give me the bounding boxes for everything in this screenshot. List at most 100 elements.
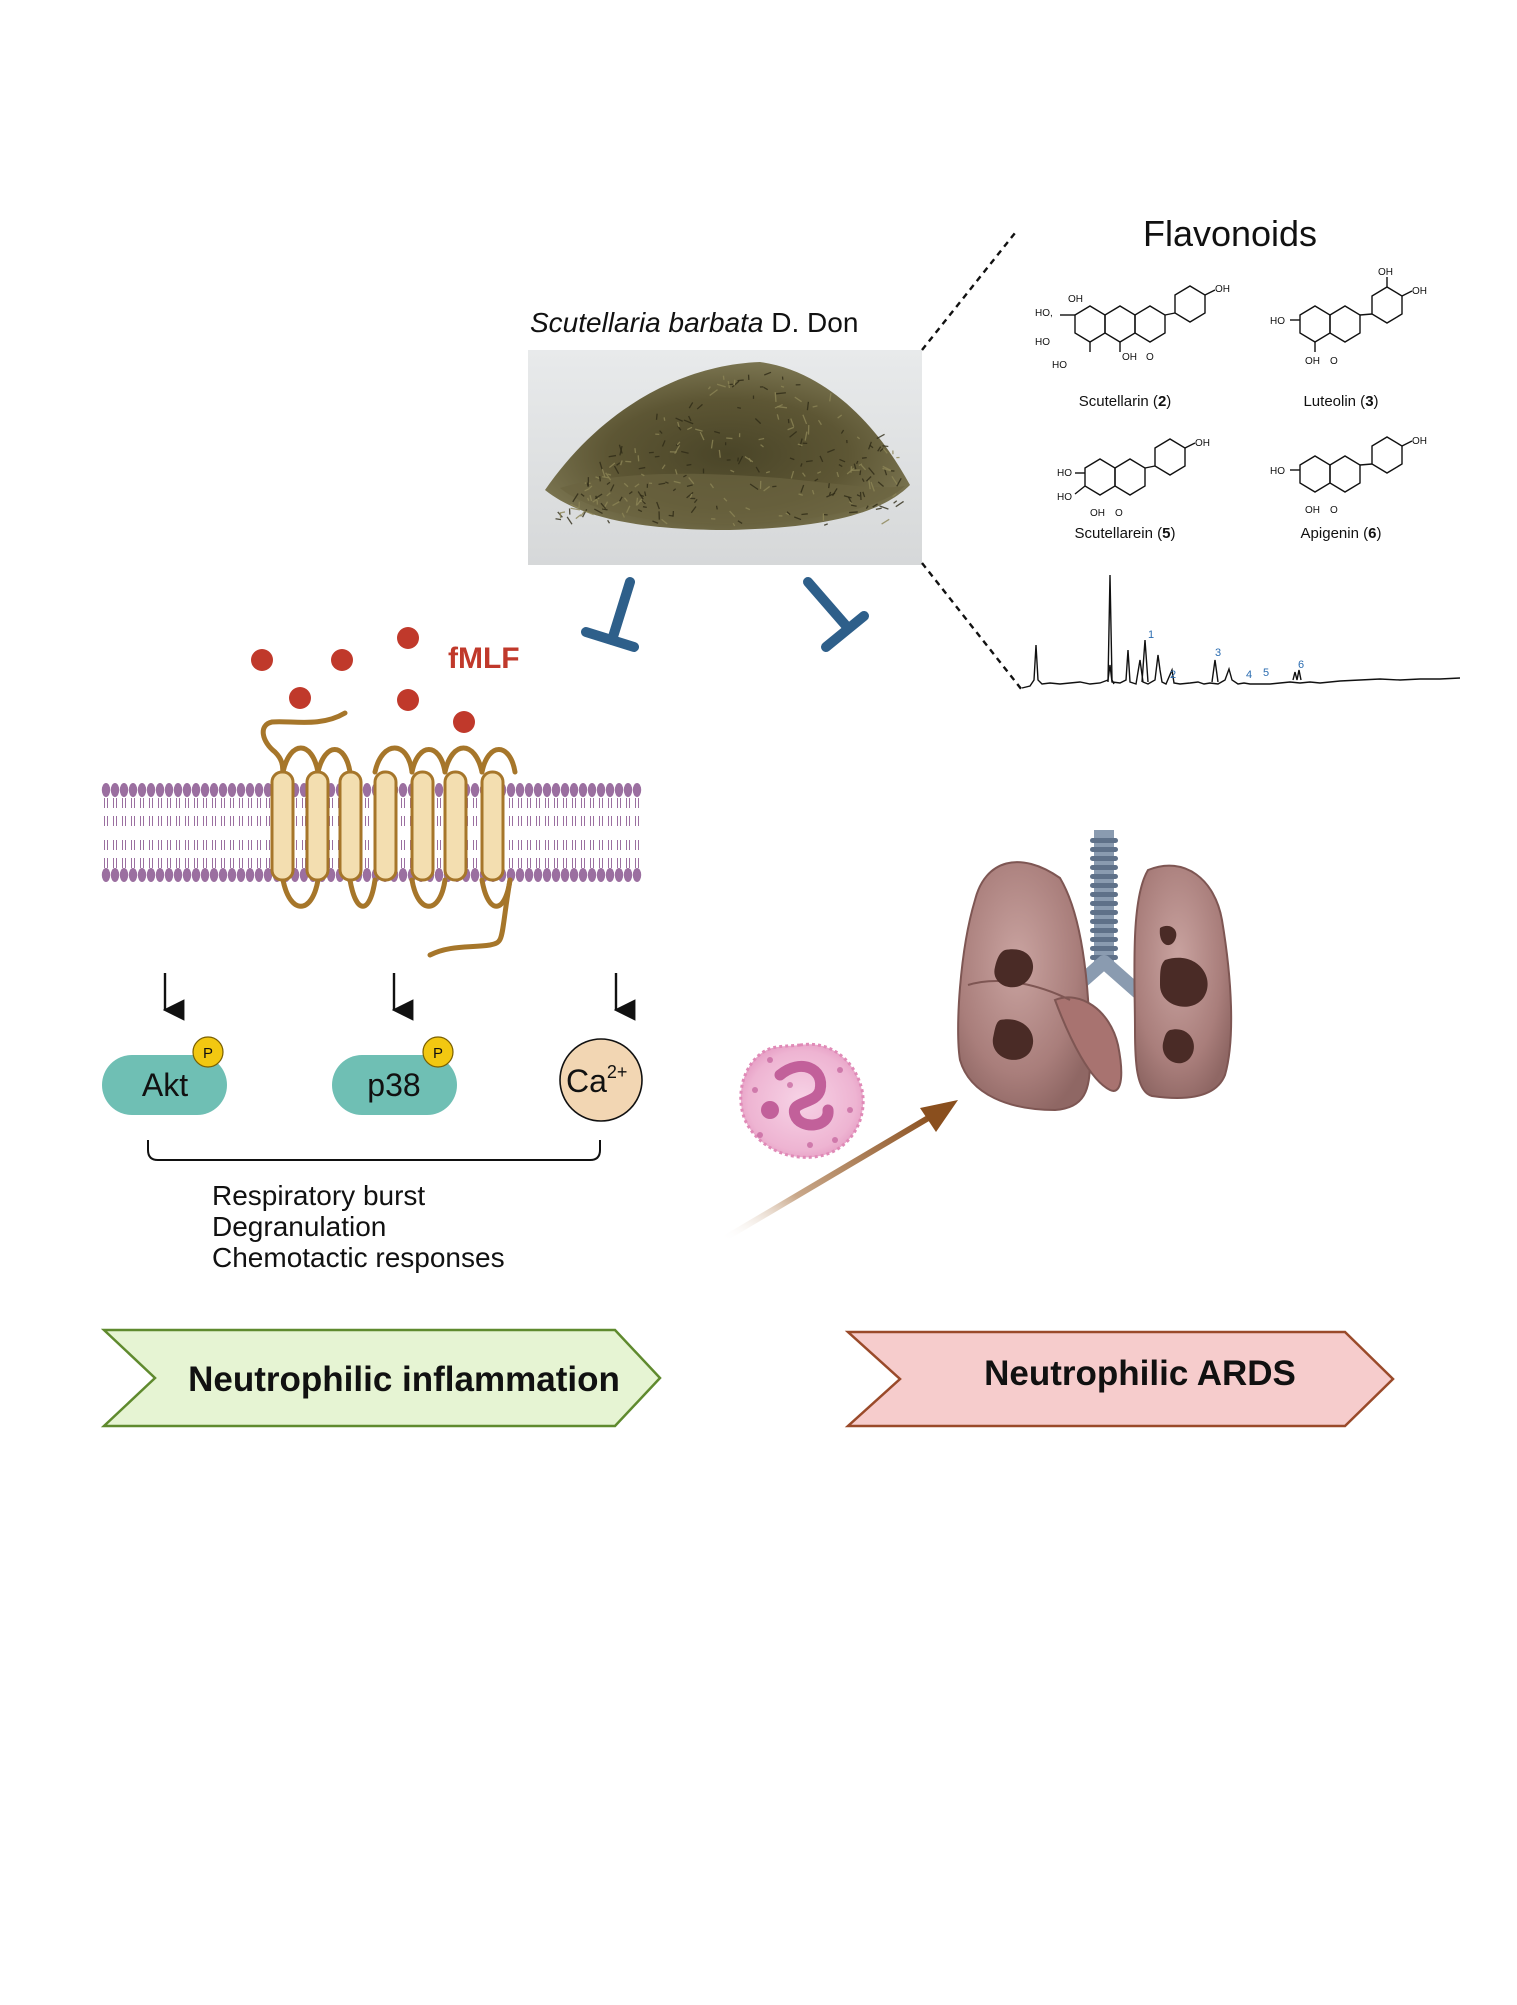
lipid-head bbox=[399, 783, 407, 797]
lipid-head bbox=[210, 868, 218, 882]
granule bbox=[767, 1057, 773, 1063]
lipid-head bbox=[615, 868, 623, 882]
lipid-head bbox=[129, 783, 137, 797]
receptor-helix bbox=[412, 772, 433, 880]
lipid-head bbox=[174, 868, 182, 882]
scutellarin-oh-bottom: OH bbox=[1122, 352, 1137, 363]
lipid-head bbox=[363, 868, 371, 882]
herb-fiber bbox=[655, 456, 660, 457]
lipid-head bbox=[219, 868, 227, 882]
receptor-helix bbox=[482, 772, 503, 880]
receptor-helix bbox=[307, 772, 328, 880]
inhibit-symbol-left bbox=[586, 582, 634, 647]
fmlf-label: fMLF bbox=[448, 642, 520, 675]
lipid-head bbox=[201, 868, 209, 882]
peak-label: 5 bbox=[1263, 667, 1269, 679]
apigenin-label: Apigenin (6) bbox=[1301, 525, 1382, 542]
neutrophil-cell-icon bbox=[741, 1044, 863, 1157]
apigenin-oh-top: OH bbox=[1412, 436, 1427, 447]
lipid-head bbox=[570, 783, 578, 797]
lipid-head bbox=[156, 868, 164, 882]
zoom-line-top bbox=[922, 233, 1015, 350]
fmlf-molecule bbox=[331, 649, 353, 671]
lipid-head bbox=[120, 783, 128, 797]
p38-node: p38 P bbox=[332, 1037, 457, 1115]
lipid-head bbox=[102, 783, 110, 797]
trachea-ring bbox=[1090, 883, 1118, 888]
lipid-head bbox=[201, 783, 209, 797]
lipid-head bbox=[183, 783, 191, 797]
receptor-helix bbox=[375, 772, 396, 880]
lipid-head bbox=[165, 868, 173, 882]
herb-fiber bbox=[723, 376, 724, 380]
trachea-ring bbox=[1090, 919, 1118, 924]
scutellarin-oh-sugar: OH bbox=[1068, 294, 1083, 305]
lipid-head bbox=[435, 783, 443, 797]
scutellarin-label: Scutellarin (2) bbox=[1079, 393, 1172, 410]
lipid-head bbox=[606, 783, 614, 797]
fmlf-molecule bbox=[397, 689, 419, 711]
herb-fiber bbox=[738, 380, 744, 381]
herb-fiber bbox=[556, 519, 562, 520]
trachea-ring bbox=[1090, 946, 1118, 951]
scutellarein-label: Scutellarein (5) bbox=[1075, 525, 1176, 542]
lipid-head bbox=[102, 868, 110, 882]
peak-label: 1 bbox=[1148, 629, 1154, 641]
banner-neutrophilic-ards: Neutrophilic ARDS bbox=[848, 1332, 1393, 1426]
inhibit-symbol-right bbox=[808, 582, 864, 647]
lipid-head bbox=[525, 783, 533, 797]
lipid-head bbox=[633, 868, 641, 882]
trachea-ring bbox=[1090, 856, 1118, 861]
lipid-head bbox=[156, 783, 164, 797]
scutellarein-structure: OH HO HO OH O Scutellarein (5) bbox=[1057, 438, 1210, 542]
peak-label: 2 bbox=[1170, 669, 1176, 681]
lipid-head bbox=[543, 783, 551, 797]
herb-fiber bbox=[687, 464, 692, 465]
cell-membrane bbox=[102, 783, 641, 882]
luteolin-oh-top: OH bbox=[1378, 267, 1393, 278]
lipid-head bbox=[138, 783, 146, 797]
apigenin-o-keto: O bbox=[1330, 505, 1338, 516]
herb-fiber bbox=[643, 507, 647, 508]
scutellarin-ho-acid: HO bbox=[1052, 360, 1067, 371]
lipid-head bbox=[174, 783, 182, 797]
lipid-head bbox=[624, 783, 632, 797]
lipid-head bbox=[147, 868, 155, 882]
scutellarin-structure: OH HO, OH HO HO OH O Scutellarin (2) bbox=[1035, 284, 1230, 410]
apigenin-ho-left: HO bbox=[1270, 466, 1285, 477]
lipid-head bbox=[615, 783, 623, 797]
herb-fiber bbox=[775, 392, 776, 402]
lipid-head bbox=[561, 783, 569, 797]
lipid-head bbox=[246, 783, 254, 797]
scutellarin-o-keto: O bbox=[1146, 352, 1154, 363]
herb-fiber bbox=[738, 458, 739, 462]
flavonoids-title: Flavonoids bbox=[1143, 213, 1317, 254]
lipid-head bbox=[552, 783, 560, 797]
herb-fiber bbox=[849, 512, 858, 513]
herb-fiber bbox=[638, 455, 639, 461]
fmlf-molecules bbox=[251, 627, 475, 733]
lipid-head bbox=[471, 783, 479, 797]
herb-fiber bbox=[602, 509, 607, 510]
peak-label: 6 bbox=[1298, 659, 1304, 671]
lipid-head bbox=[237, 868, 245, 882]
herb-fiber bbox=[882, 446, 888, 447]
lipid-head bbox=[192, 783, 200, 797]
trachea-ring bbox=[1090, 865, 1118, 870]
lipid-head bbox=[552, 868, 560, 882]
scutellarein-ho-2: HO bbox=[1057, 492, 1072, 503]
lipid-head bbox=[228, 783, 236, 797]
trachea-ring bbox=[1090, 874, 1118, 879]
receptor-helix bbox=[272, 772, 293, 880]
lipid-head bbox=[471, 868, 479, 882]
akt-phospho-label: P bbox=[203, 1045, 213, 1062]
herb-name: Scutellaria barbata D. Don bbox=[530, 307, 858, 338]
scutellarin-oh-top: OH bbox=[1215, 284, 1230, 295]
banner-neutrophilic-inflammation: Neutrophilic inflammation bbox=[104, 1330, 660, 1426]
lipid-head bbox=[588, 783, 596, 797]
lipid-head bbox=[111, 868, 119, 882]
